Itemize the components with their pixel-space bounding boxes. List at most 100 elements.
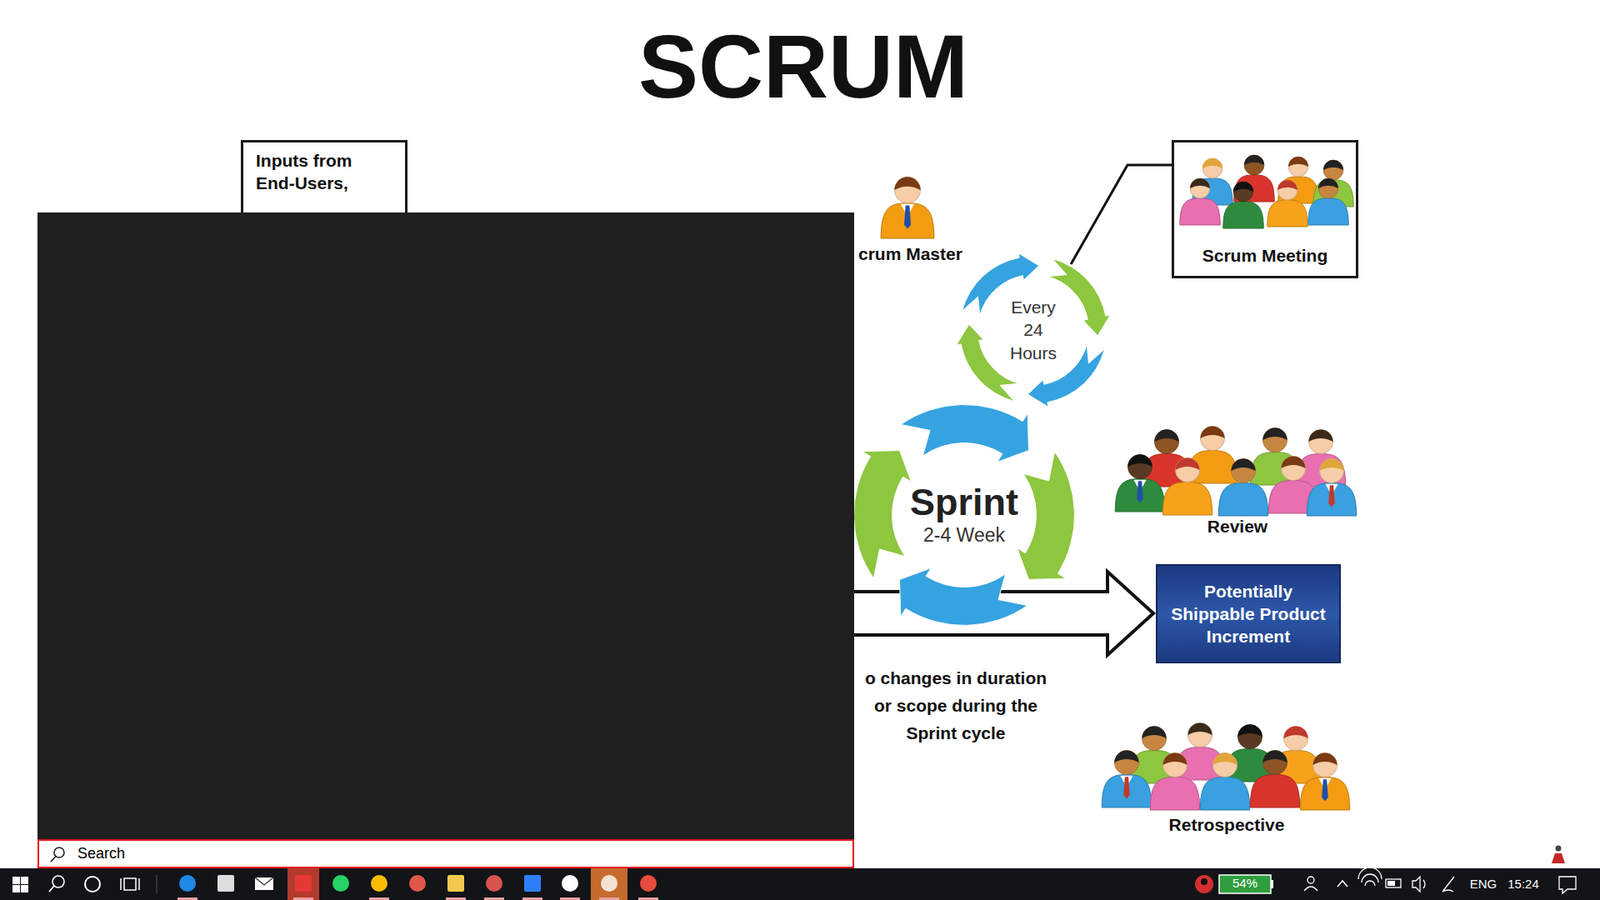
person-body — [1300, 777, 1350, 810]
tray-glyph — [1412, 876, 1420, 892]
cycle-arrow — [1017, 451, 1075, 580]
app-icon — [599, 875, 620, 900]
app-icon — [409, 875, 426, 892]
person-hair — [1175, 457, 1200, 470]
person-hair — [1319, 458, 1344, 471]
taskbar-separator — [156, 875, 158, 894]
role-label: crum Master — [858, 243, 1025, 265]
person-body — [1180, 198, 1220, 225]
corner-icon — [1551, 845, 1565, 865]
person-hair — [1233, 181, 1254, 192]
running-indicator — [638, 897, 659, 900]
notification-icon — [1559, 876, 1576, 894]
event-label: Retrospective — [1143, 814, 1310, 836]
app-glyph — [370, 875, 388, 892]
start-pane — [20, 885, 29, 893]
app-glyph — [332, 875, 350, 892]
connector-line — [1070, 165, 1172, 265]
tray-glyph — [1200, 878, 1208, 885]
search-button — [49, 875, 65, 892]
tray-glyph — [1385, 879, 1401, 888]
person-hair — [894, 176, 920, 190]
battery-fill — [1219, 875, 1271, 894]
person-hair — [1187, 722, 1212, 735]
app-glyph — [409, 875, 426, 892]
tray-glyph — [1307, 876, 1315, 884]
language-indicator: ENG — [1463, 876, 1504, 893]
corner-icon-head — [1555, 845, 1562, 852]
people-group — [880, 176, 935, 239]
people-group — [1101, 722, 1350, 810]
tray-glyph — [1387, 880, 1395, 886]
meeting-box: Scrum Meeting — [1171, 140, 1359, 279]
running-indicator — [445, 897, 466, 900]
person-tie — [1136, 480, 1144, 503]
app-glyph — [485, 875, 503, 892]
person-body — [1150, 777, 1200, 810]
app-icon — [369, 875, 390, 900]
node-text: Inputs from End-Users, — [255, 149, 393, 195]
app-icon — [177, 875, 198, 900]
person-head — [1283, 725, 1308, 750]
person-body — [1115, 479, 1165, 512]
person-hair — [1262, 427, 1287, 440]
person-figure — [1278, 156, 1319, 204]
app-glyph — [561, 875, 579, 892]
battery-nub — [1270, 880, 1274, 889]
search-box: Search — [37, 839, 855, 869]
person-head — [1308, 429, 1333, 454]
app-glyph — [217, 875, 235, 892]
app-glyph — [640, 875, 657, 892]
cycle-arrow — [900, 404, 1029, 462]
person-figure — [1223, 181, 1264, 229]
person-head — [1190, 178, 1210, 199]
tray-glyph — [1423, 880, 1425, 889]
person-hair — [1154, 429, 1179, 442]
start-button — [12, 876, 29, 893]
person-tie — [904, 205, 911, 230]
person-figure — [1101, 750, 1151, 808]
person-head — [1127, 454, 1152, 479]
app-icon — [293, 875, 314, 900]
person-body — [1234, 175, 1275, 202]
speaker-icon — [1412, 876, 1425, 892]
person-head — [1319, 458, 1344, 483]
node-text: Search — [77, 840, 853, 867]
person-head — [1230, 458, 1255, 483]
person-head — [1323, 160, 1344, 180]
cycle-arrow — [1047, 259, 1110, 336]
person-head — [1154, 429, 1179, 454]
task-view-bar — [120, 878, 122, 890]
corner-icon-body — [1551, 853, 1565, 864]
person-figure — [1115, 454, 1165, 512]
person-head — [1202, 158, 1223, 179]
person-head — [1288, 156, 1309, 177]
running-indicator — [522, 897, 543, 900]
taskbar-icons — [0, 868, 1600, 900]
people-group — [1115, 425, 1356, 516]
clock-time: 15:24 — [1500, 876, 1546, 893]
battery-percent: 54% — [1219, 875, 1271, 892]
ring-center — [891, 442, 1038, 589]
app-glyph — [447, 875, 465, 892]
person-hair — [1244, 155, 1265, 165]
task-view-bar — [138, 878, 140, 890]
person-hair — [1127, 454, 1152, 467]
person-tie — [1328, 485, 1335, 507]
person-body — [1306, 483, 1356, 516]
person-head — [1187, 722, 1212, 747]
person-figure — [1300, 752, 1350, 810]
app-glyph — [255, 877, 274, 890]
antivirus-icon — [1195, 875, 1214, 894]
app-glyph — [600, 875, 618, 892]
person-head — [1262, 427, 1287, 452]
person-hair — [1280, 455, 1305, 469]
person-head — [1141, 725, 1166, 750]
node-text: 2-4 Week — [923, 523, 1005, 549]
cortana-button — [85, 876, 100, 892]
person-body — [1162, 482, 1212, 515]
person-hair — [1262, 750, 1287, 763]
node-text: Potentially Shippable Product Increment — [1165, 580, 1331, 649]
person-head — [1277, 180, 1298, 200]
person-figure — [1150, 752, 1200, 810]
